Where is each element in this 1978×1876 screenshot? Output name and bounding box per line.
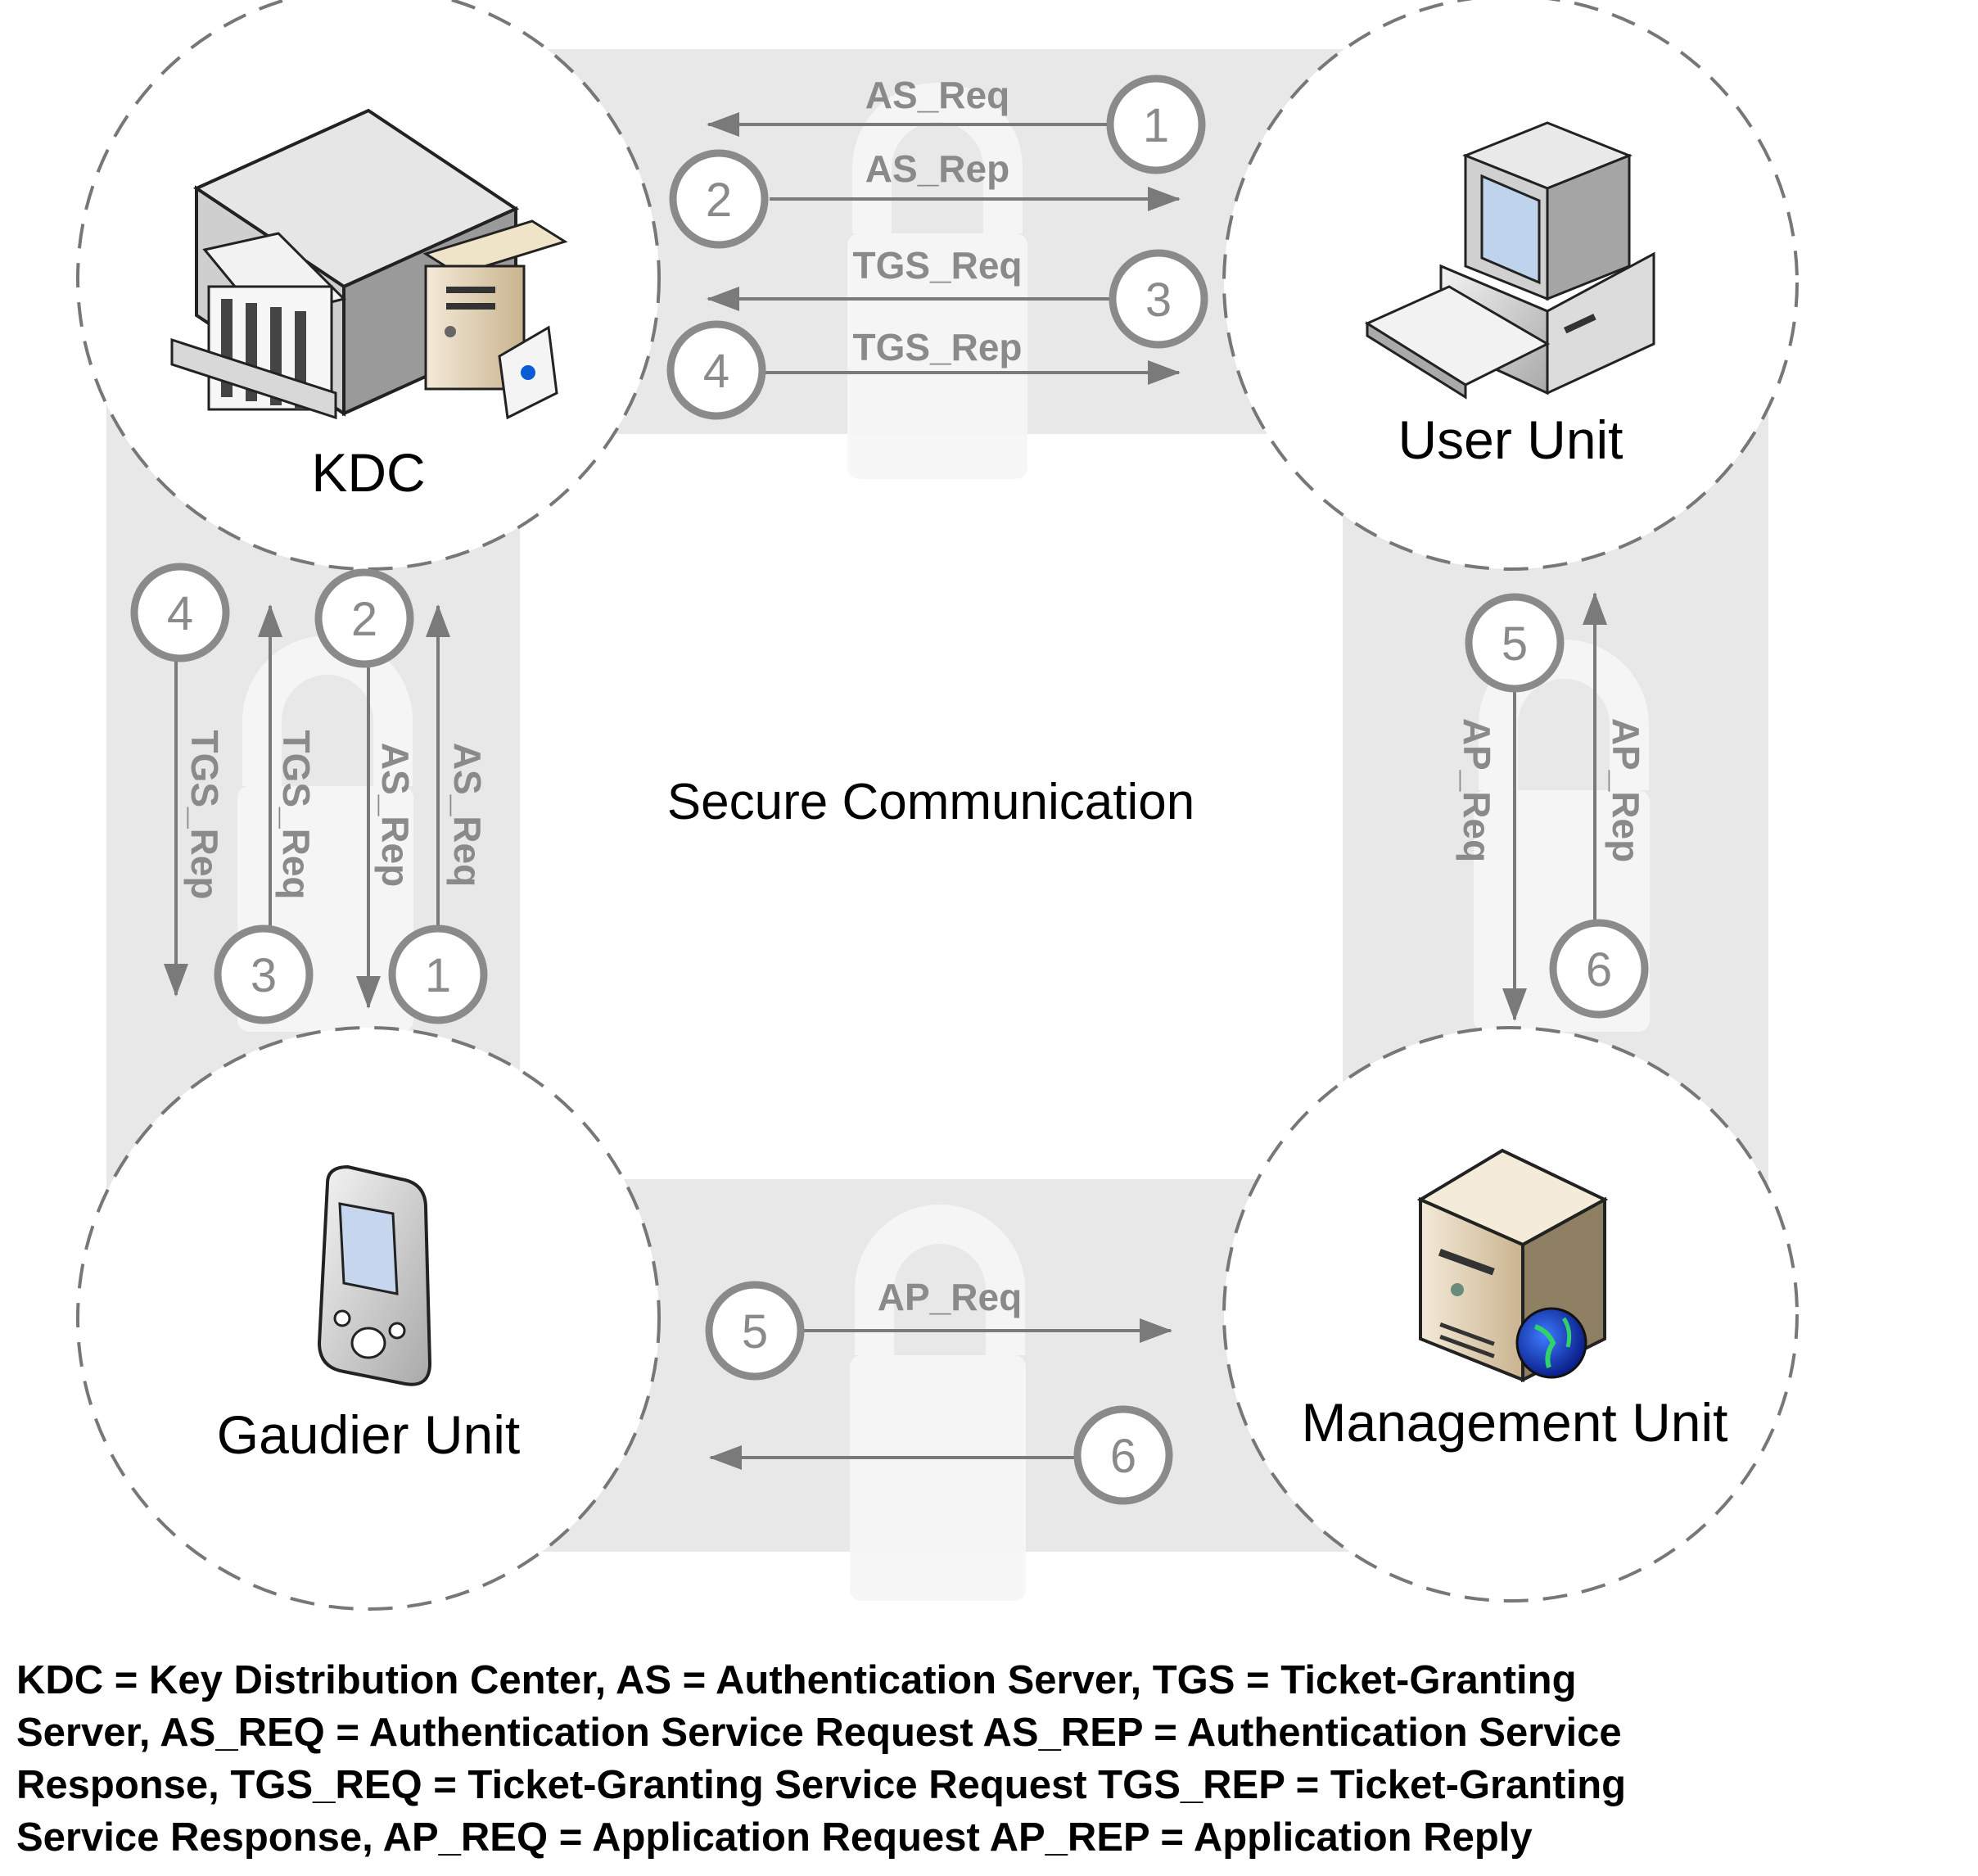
user-unit-label: User Unit bbox=[1398, 409, 1623, 470]
building-icon bbox=[170, 232, 346, 420]
kdc-server-icon bbox=[170, 108, 568, 420]
step-badge: 2 bbox=[669, 149, 769, 249]
step-badge: 1 bbox=[1106, 75, 1206, 174]
svg-text:4: 4 bbox=[703, 345, 729, 398]
kdc-user-messages: AS_Req AS_Rep TGS_Req TGS_Rep 1 2 3 4 bbox=[666, 74, 1208, 420]
message-label: AP_Rep bbox=[1605, 718, 1647, 862]
padlock-icon bbox=[847, 83, 1027, 479]
kdc-label: KDC bbox=[311, 442, 425, 503]
message-label: TGS_Rep bbox=[183, 730, 226, 899]
step-badge: 4 bbox=[130, 563, 230, 662]
server-tower-icon bbox=[422, 219, 568, 391]
message-label: AS_Rep bbox=[865, 147, 1009, 190]
globe-icon bbox=[1515, 1307, 1587, 1379]
svg-text:1: 1 bbox=[425, 949, 451, 1002]
web-server-icon bbox=[1416, 1148, 1609, 1383]
step-badge: 3 bbox=[1109, 249, 1208, 349]
svg-text:6: 6 bbox=[1586, 943, 1612, 997]
svg-text:3: 3 bbox=[251, 949, 277, 1002]
step-badge: 6 bbox=[1073, 1405, 1173, 1505]
message-label: AS_Rep bbox=[374, 743, 417, 887]
svg-text:6: 6 bbox=[1110, 1430, 1136, 1483]
management-unit-label: Management Unit bbox=[1302, 1392, 1728, 1453]
svg-text:1: 1 bbox=[1143, 99, 1169, 152]
gaudier-unit-label: Gaudier Unit bbox=[217, 1404, 521, 1465]
svg-text:5: 5 bbox=[1502, 617, 1528, 671]
step-badge: 4 bbox=[666, 320, 766, 420]
monitor-icon bbox=[1461, 121, 1633, 301]
secure-communication-label: Secure Communication bbox=[667, 774, 1194, 830]
message-label: TGS_Req bbox=[852, 244, 1022, 287]
message-label: TGS_Rep bbox=[852, 326, 1022, 368]
user-management-messages: AP_Req AP_Rep 5 6 bbox=[1456, 592, 1649, 1021]
gaudier-management-messages: AP_Req 5 6 bbox=[705, 1276, 1173, 1505]
message-label: AS_Req bbox=[446, 743, 489, 887]
kerberos-diagram: KDC User Unit Gaudier Unit bbox=[76, 0, 1799, 1611]
handheld-device-icon bbox=[317, 1164, 432, 1386]
smartcard-icon bbox=[498, 325, 558, 420]
step-badge: 1 bbox=[388, 924, 488, 1024]
message-label: TGS_Req bbox=[275, 730, 318, 899]
step-badge: 5 bbox=[705, 1281, 805, 1381]
message-label: AP_Req bbox=[1456, 718, 1498, 862]
message-label: AS_Req bbox=[865, 74, 1009, 116]
svg-text:2: 2 bbox=[706, 174, 732, 227]
step-badge: 2 bbox=[314, 568, 414, 668]
keyboard-icon bbox=[1364, 285, 1551, 400]
message-label: AP_Req bbox=[878, 1276, 1022, 1318]
legend-text: KDC = Key Distribution Center, AS = Auth… bbox=[16, 1658, 1627, 1860]
padlock-icon bbox=[850, 1205, 1026, 1601]
kdc-gaudier-messages: AS_Req AS_Rep TGS_Req TGS_Rep 1 2 3 4 bbox=[130, 563, 489, 1024]
svg-text:3: 3 bbox=[1145, 273, 1172, 327]
step-badge: 5 bbox=[1465, 593, 1565, 693]
svg-text:5: 5 bbox=[742, 1305, 768, 1358]
step-badge: 3 bbox=[214, 924, 314, 1024]
desktop-computer-icon bbox=[1364, 121, 1655, 400]
step-badge: 6 bbox=[1549, 919, 1649, 1019]
svg-text:4: 4 bbox=[167, 587, 193, 640]
svg-text:2: 2 bbox=[351, 593, 377, 646]
